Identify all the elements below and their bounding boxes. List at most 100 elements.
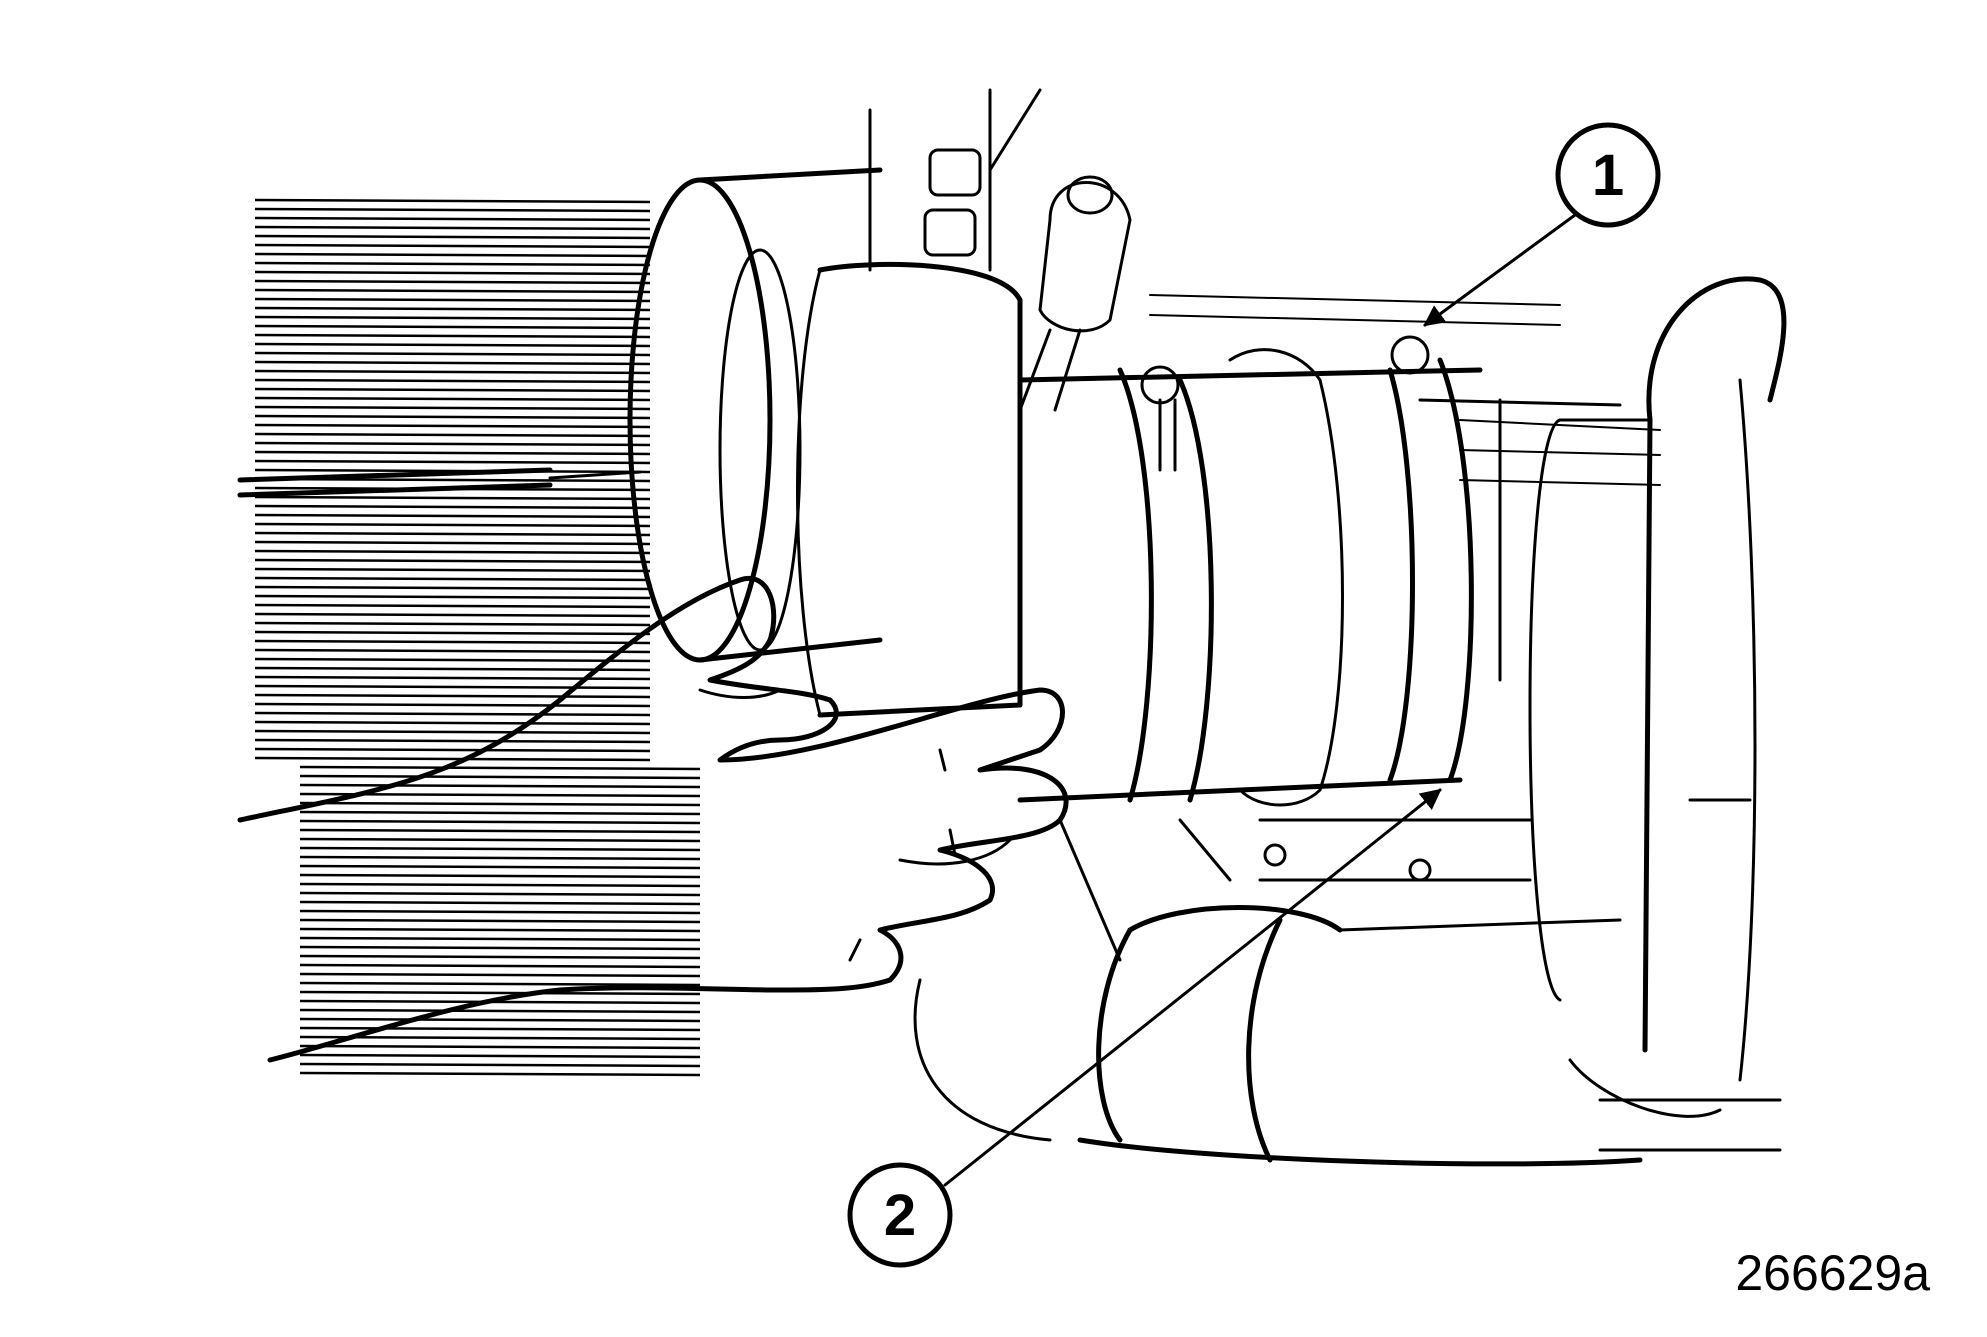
fin-line xyxy=(254,342,651,348)
fin-line xyxy=(254,351,651,357)
fin-line xyxy=(299,999,701,1005)
fin-line xyxy=(299,1017,701,1023)
fin-line xyxy=(254,504,651,510)
fin-line xyxy=(299,864,701,870)
fin-line xyxy=(254,216,651,222)
fin-line xyxy=(254,558,651,564)
fin-line xyxy=(254,207,651,213)
fin-line xyxy=(299,855,701,861)
fin-line xyxy=(299,963,701,969)
top-fittings xyxy=(868,88,1132,412)
fin-line xyxy=(299,837,701,843)
fin-line xyxy=(254,234,651,240)
fin-line xyxy=(254,288,651,294)
fin-line xyxy=(254,243,651,249)
fin-line xyxy=(254,387,651,393)
lower-pipe xyxy=(913,818,1782,1167)
fin-line xyxy=(254,585,651,591)
engine-body xyxy=(1149,294,1661,682)
fin-line xyxy=(254,594,651,600)
fin-line xyxy=(254,297,651,303)
fin-line xyxy=(254,252,651,258)
radiator-fins xyxy=(254,198,701,1077)
fin-line xyxy=(299,846,701,852)
fin-line xyxy=(254,567,651,573)
fin-line xyxy=(254,198,651,204)
fin-line xyxy=(299,981,701,987)
air-cleaner-housing xyxy=(627,167,1023,718)
fin-line xyxy=(254,306,651,312)
fin-line xyxy=(299,1035,701,1041)
fin-line xyxy=(254,747,651,753)
fin-line xyxy=(254,261,651,267)
fin-line xyxy=(254,693,651,699)
fin-line xyxy=(254,369,651,375)
intake-hose xyxy=(1017,335,1483,807)
fin-line xyxy=(254,639,651,645)
fin-line xyxy=(299,783,701,789)
fin-line xyxy=(254,270,651,276)
callout-1-label: 1 xyxy=(1592,143,1624,208)
callout-2: 2 xyxy=(847,1162,953,1268)
fin-line xyxy=(254,720,651,726)
fin-line xyxy=(254,522,651,528)
fin-line xyxy=(254,531,651,537)
fin-line xyxy=(299,828,701,834)
fin-line xyxy=(254,702,651,708)
fin-line xyxy=(299,1071,701,1077)
fin-line xyxy=(254,315,651,321)
fin-line xyxy=(254,756,651,762)
fin-line xyxy=(254,495,651,501)
fin-line xyxy=(254,738,651,744)
fin-line xyxy=(254,630,651,636)
fin-line xyxy=(254,666,651,672)
fin-line xyxy=(254,432,651,438)
fin-line xyxy=(254,549,651,555)
fin-line xyxy=(299,1053,701,1059)
fin-line xyxy=(254,324,651,330)
fin-line xyxy=(299,918,701,924)
turbocharger-housing xyxy=(1528,276,1787,1082)
spring-rod xyxy=(237,467,642,498)
fin-line xyxy=(299,1044,701,1050)
fin-line xyxy=(299,954,701,960)
fin-line xyxy=(254,405,651,411)
fin-line xyxy=(299,873,701,879)
callout-2-label: 2 xyxy=(884,1183,916,1248)
fin-line xyxy=(254,621,651,627)
fin-line xyxy=(254,459,651,465)
fin-line xyxy=(254,684,651,690)
fin-line xyxy=(254,333,651,339)
fin-line xyxy=(254,612,651,618)
fin-line xyxy=(254,711,651,717)
fin-line xyxy=(254,576,651,582)
fin-line xyxy=(254,423,651,429)
fin-line xyxy=(254,603,651,609)
fin-line xyxy=(254,657,651,663)
fin-line xyxy=(254,513,651,519)
fin-line xyxy=(254,729,651,735)
fin-line xyxy=(299,936,701,942)
fin-line xyxy=(299,1062,701,1068)
fin-line xyxy=(254,225,651,231)
technician-hand xyxy=(237,575,1069,1063)
fin-line xyxy=(254,441,651,447)
fin-line xyxy=(254,540,651,546)
fin-line xyxy=(299,765,701,771)
fin-line xyxy=(299,1008,701,1014)
fin-line xyxy=(299,927,701,933)
fin-line xyxy=(254,378,651,384)
fin-line xyxy=(299,909,701,915)
fin-line xyxy=(299,774,701,780)
fin-line xyxy=(299,801,701,807)
fin-line xyxy=(299,1026,701,1032)
fin-line xyxy=(299,810,701,816)
fin-line xyxy=(254,396,651,402)
callout-arrows xyxy=(943,213,1577,1187)
fin-line xyxy=(254,360,651,366)
fin-line xyxy=(254,414,651,420)
fin-line xyxy=(299,990,701,996)
fin-line xyxy=(299,945,701,951)
callout-1: 1 xyxy=(1555,122,1661,228)
